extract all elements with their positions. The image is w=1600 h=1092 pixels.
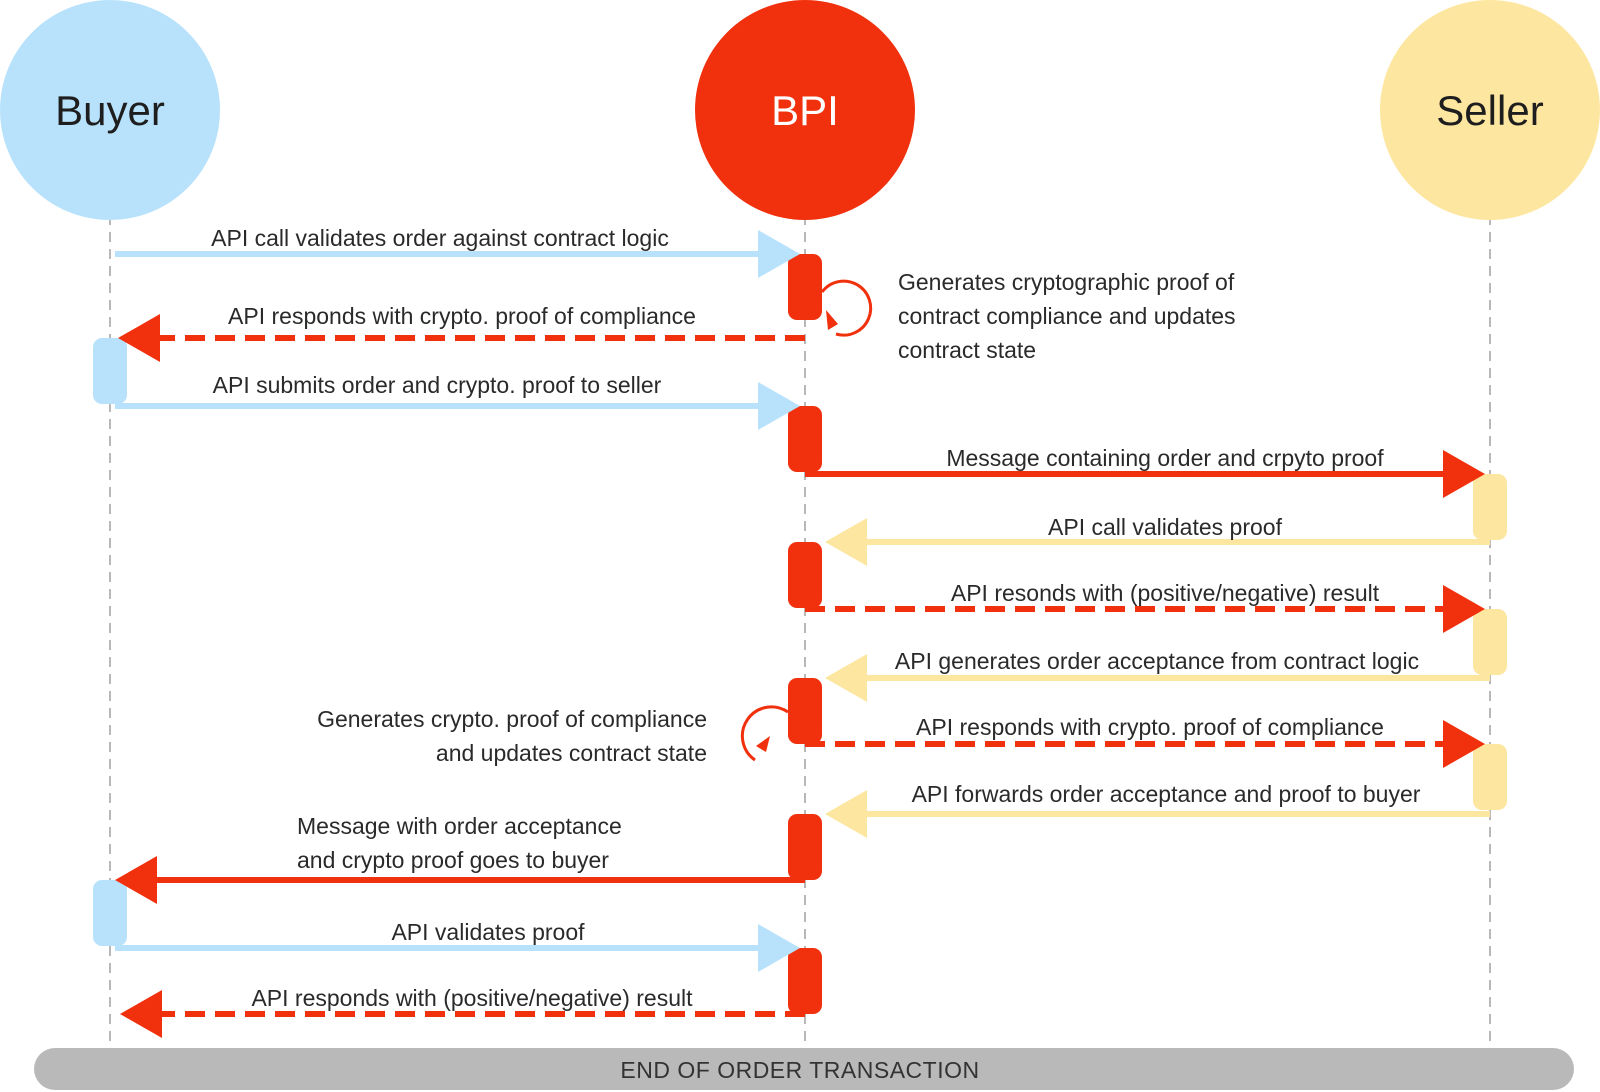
seller-actor: Seller	[1380, 0, 1600, 220]
arrowhead-icon	[1443, 585, 1485, 633]
bpi-activation-4	[788, 678, 822, 744]
bpi-activation-2	[788, 406, 822, 472]
arrowhead-icon	[120, 990, 162, 1038]
end-of-transaction-label: END OF ORDER TRANSACTION	[620, 1057, 979, 1083]
bpi-label: BPI	[771, 87, 839, 134]
arrowhead-icon	[118, 314, 160, 362]
message-9: API forwards order acceptance and proof …	[825, 781, 1490, 838]
bpi-self-loop-2: Generates crypto. proof of compliance an…	[317, 705, 789, 766]
message-7: API generates order acceptance from cont…	[825, 648, 1490, 702]
buyer-activation-2	[93, 880, 127, 946]
self-note-2-line-2: and updates contract state	[436, 740, 707, 766]
bpi-self-loop-1: Generates cryptographic proof of contrac…	[820, 269, 1236, 363]
message-10-line-1: Message with order acceptance	[297, 813, 622, 839]
message-9-label: API forwards order acceptance and proof …	[912, 781, 1421, 807]
message-5-label: API call validates proof	[1048, 514, 1283, 540]
message-6: API resonds with (positive/negative) res…	[805, 580, 1485, 633]
seller-activation-2	[1473, 609, 1507, 675]
message-6-label: API resonds with (positive/negative) res…	[951, 580, 1380, 606]
seller-label: Seller	[1436, 87, 1543, 134]
message-2: API responds with crypto. proof of compl…	[118, 303, 805, 362]
arrowhead-icon	[758, 230, 800, 278]
buyer-actor: Buyer	[0, 0, 220, 220]
self-note-2-line-1: Generates crypto. proof of compliance	[317, 706, 707, 732]
bpi-activation-3	[788, 542, 822, 608]
message-4: Message containing order and crpyto proo…	[805, 445, 1485, 498]
message-12: API responds with (positive/negative) re…	[120, 985, 805, 1038]
circular-arrow-icon	[740, 705, 789, 762]
buyer-label: Buyer	[55, 87, 165, 134]
arrowhead-icon	[758, 924, 800, 972]
seller-activation-3	[1473, 744, 1507, 810]
message-5: API call validates proof	[825, 514, 1490, 566]
bpi-activation-5	[788, 814, 822, 880]
message-10-line-2: and crypto proof goes to buyer	[297, 847, 609, 873]
arrowhead-icon	[115, 856, 157, 904]
message-1-label: API call validates order against contrac…	[211, 225, 669, 251]
bpi-actor: BPI	[695, 0, 915, 220]
bpi-activation-6	[788, 948, 822, 1014]
circular-arrow-icon	[820, 279, 873, 337]
self-note-1-line-2: contract compliance and updates	[898, 303, 1236, 329]
message-4-label: Message containing order and crpyto proo…	[946, 445, 1384, 471]
seller-activation-1	[1473, 474, 1507, 540]
arrowhead-icon	[758, 382, 800, 430]
message-8: API responds with crypto. proof of compl…	[805, 714, 1485, 768]
message-11: API validates proof	[115, 919, 800, 972]
end-of-transaction-bar: END OF ORDER TRANSACTION	[34, 1048, 1574, 1090]
arrowhead-icon	[1443, 720, 1485, 768]
message-1: API call validates order against contrac…	[115, 225, 800, 278]
message-3-label: API submits order and crypto. proof to s…	[213, 372, 662, 398]
message-10: Message with order acceptance and crypto…	[115, 813, 805, 904]
arrowhead-icon	[825, 654, 867, 702]
arrowhead-icon	[825, 790, 867, 838]
message-7-label: API generates order acceptance from cont…	[895, 648, 1419, 674]
message-11-label: API validates proof	[391, 919, 585, 945]
message-2-label: API responds with crypto. proof of compl…	[228, 303, 696, 329]
buyer-circle	[0, 0, 220, 220]
arrowhead-icon	[825, 518, 867, 566]
buyer-activation-1	[93, 338, 127, 404]
self-note-1-line-3: contract state	[898, 337, 1036, 363]
arrowhead-icon	[1443, 450, 1485, 498]
message-12-label: API responds with (positive/negative) re…	[251, 985, 693, 1011]
message-8-label: API responds with crypto. proof of compl…	[916, 714, 1384, 740]
seller-circle	[1380, 0, 1600, 220]
bpi-activation-1	[788, 254, 822, 320]
bpi-circle	[695, 0, 915, 220]
message-3: API submits order and crypto. proof to s…	[115, 372, 800, 430]
self-note-1-line-1: Generates cryptographic proof of	[898, 269, 1235, 295]
